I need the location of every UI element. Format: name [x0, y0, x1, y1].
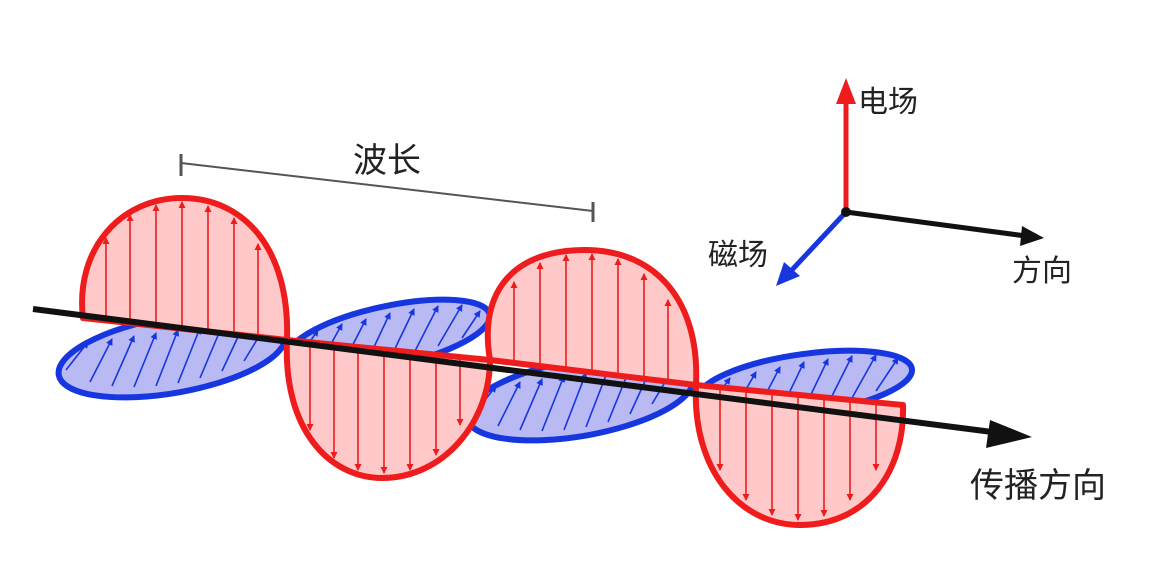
direction-axis-arrowhead [1020, 226, 1044, 246]
propagation-direction-label: 传播方向 [970, 466, 1106, 506]
direction-axis-line [845, 209, 1027, 239]
electric-lobe-2-arrows [306, 343, 464, 474]
electric-lobe-3 [484, 247, 700, 388]
propagation-axis [32, 306, 1032, 448]
electric-field-lobes [79, 195, 907, 528]
direction-label: 方向 [1012, 254, 1072, 289]
magnetic-field-label: 磁场 [708, 238, 768, 273]
electric-lobe-1 [79, 195, 291, 343]
origin-dot [841, 207, 851, 217]
wavelength-bracket [179, 154, 595, 222]
electric-axis-arrowhead [836, 78, 856, 104]
electric-lobe-4 [692, 382, 907, 528]
propagation-arrowhead [986, 420, 1032, 448]
magnetic-axis-arrowhead [776, 262, 800, 286]
electric-lobe-2 [283, 337, 493, 481]
axes-legend [776, 78, 1044, 286]
wavelength-label: 波长 [353, 141, 421, 181]
electric-lobe-1-arrows [102, 201, 262, 337]
electric-lobe-3-arrows [510, 253, 672, 381]
electric-field-label: 电场 [858, 85, 918, 120]
magnetic-axis-line [788, 210, 848, 274]
